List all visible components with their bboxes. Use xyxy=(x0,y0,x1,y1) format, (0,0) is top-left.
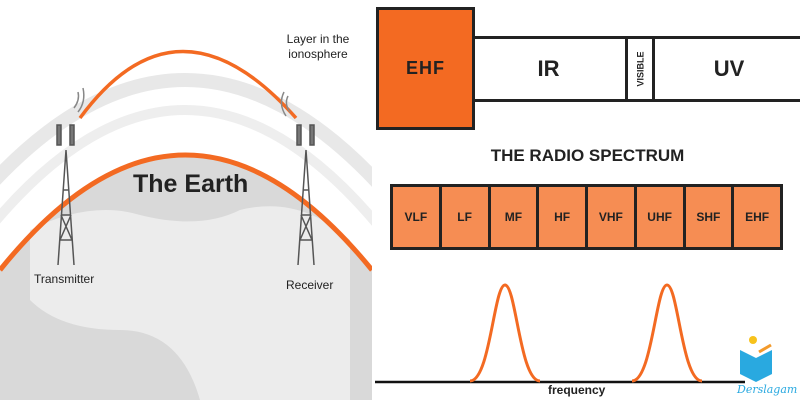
ionosphere-band-outer xyxy=(0,73,372,187)
logo-text: Derslagam xyxy=(737,383,798,396)
band-shf: SHF xyxy=(685,187,732,247)
transmitter-label: Transmitter xyxy=(34,272,95,286)
logo-book-icon xyxy=(740,336,772,382)
earth-outline xyxy=(0,152,372,272)
receiver-label: Receiver xyxy=(286,278,334,292)
band-ehf-small: EHF xyxy=(734,187,780,247)
earth-label: The Earth xyxy=(133,170,249,198)
radio-spectrum-bands: VLF LF MF HF VHF UHF SHF EHF xyxy=(390,184,783,250)
continent xyxy=(30,206,350,400)
band-mf: MF xyxy=(490,187,537,247)
band-hf: HF xyxy=(539,187,585,247)
visible-label: VISIBLE xyxy=(635,51,646,87)
radio-spectrum-title: THE RADIO SPECTRUM xyxy=(490,146,685,165)
earth-ionosphere-diagram xyxy=(0,0,372,400)
band-uv: UV xyxy=(652,36,800,102)
band-visible: VISIBLE xyxy=(625,36,652,102)
ionosphere-label: Layer in the ionosphere xyxy=(286,32,350,61)
ionosphere-band-inner xyxy=(0,105,372,226)
band-uhf: UHF xyxy=(636,187,683,247)
band-vhf: VHF xyxy=(588,187,634,247)
signal-path xyxy=(78,49,298,120)
band-lf: LF xyxy=(441,187,488,247)
frequency-label: frequency xyxy=(548,383,606,397)
signal-peak-1 xyxy=(469,283,541,383)
band-ir: IR xyxy=(469,36,625,102)
band-ehf: EHF xyxy=(376,7,475,130)
receiver-tower-icon xyxy=(280,91,315,266)
signal-peak-2 xyxy=(631,283,703,383)
band-vlf: VLF xyxy=(393,187,439,247)
transmitter-tower-icon xyxy=(56,87,85,266)
